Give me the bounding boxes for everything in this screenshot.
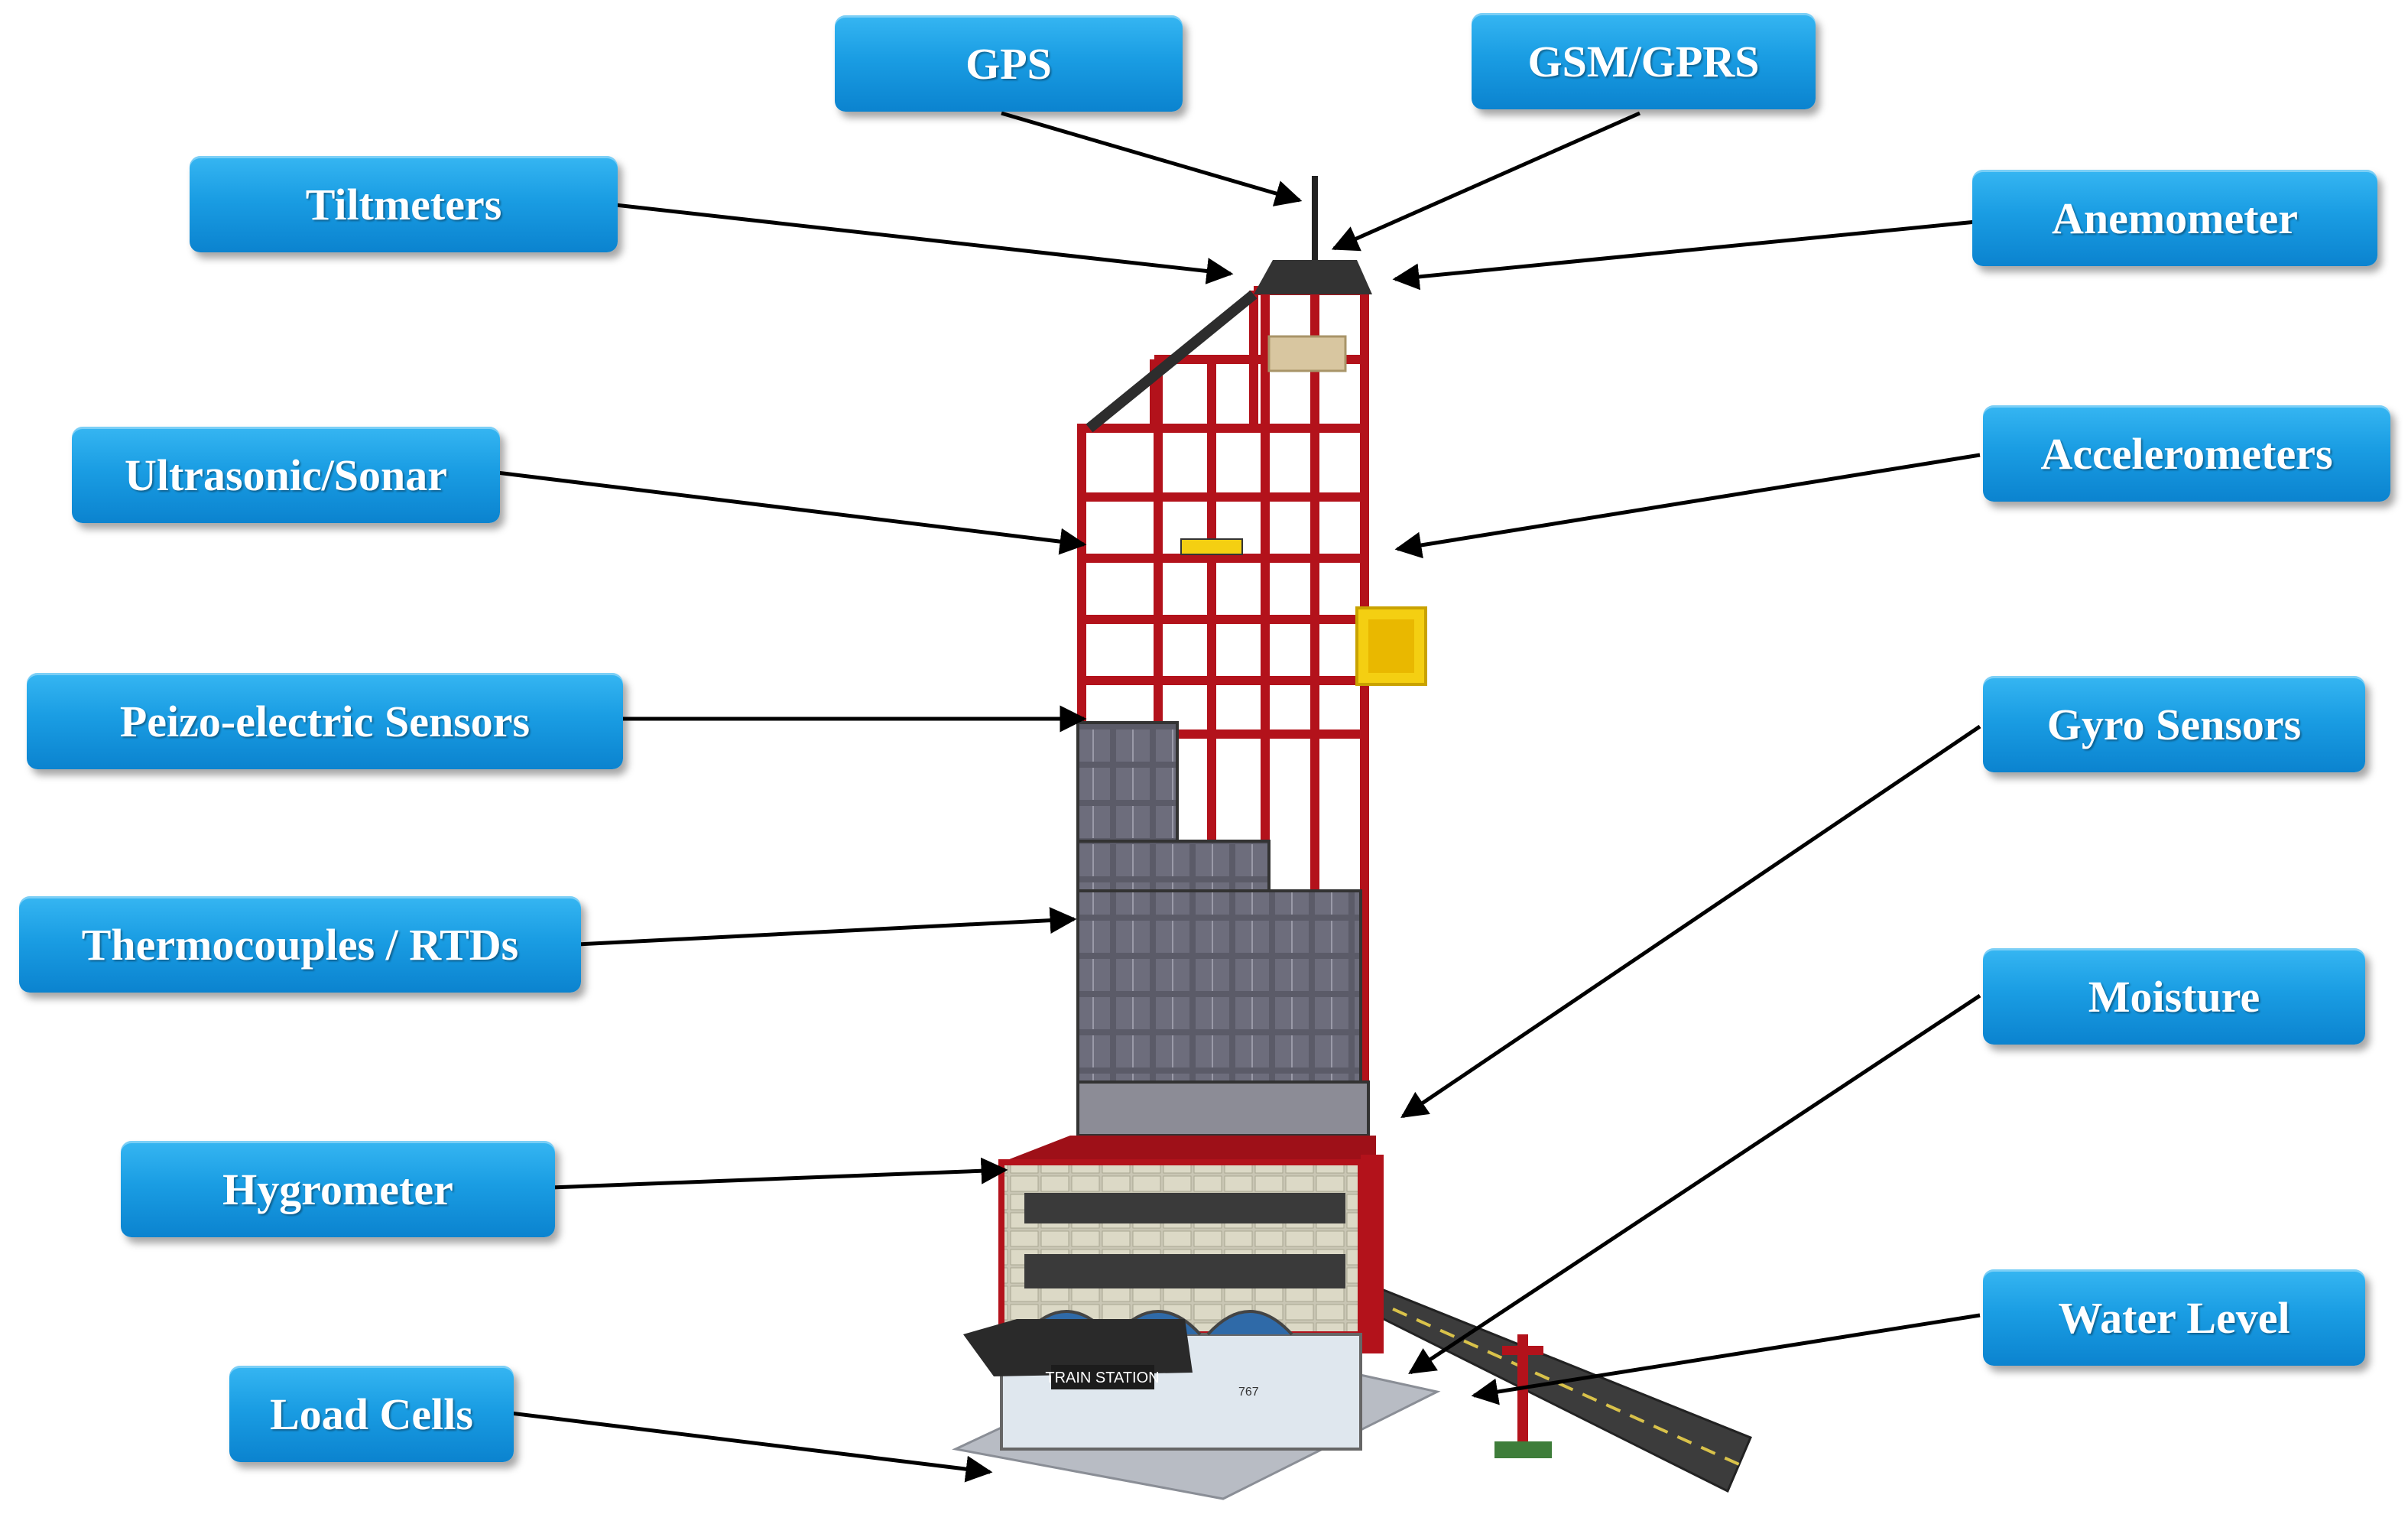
arrow-ultrasonic (496, 470, 1087, 555)
pointer-arrows (496, 111, 1981, 1483)
label-water-level-text: Water Level (2058, 1292, 2290, 1343)
arrow-accelerometers (1394, 453, 1981, 559)
label-ultrasonic-sonar: Ultrasonic/Sonar (72, 427, 500, 523)
label-thermocouples-rtds: Thermocouples / RTDs (19, 896, 581, 993)
label-peizo-electric-sensors-text: Peizo-electric Sensors (119, 696, 531, 746)
arrow-water-level (1471, 1313, 1981, 1405)
label-moisture-text: Moisture (2088, 971, 2260, 1022)
train-station-sign: TRAIN STATION (1045, 1370, 1159, 1386)
label-thermocouples-rtds-text: Thermocouples / RTDs (81, 919, 519, 970)
arrow-gps (1001, 111, 1303, 206)
label-anemometer: Anemometer (1972, 170, 2377, 266)
arrow-moisture (1408, 993, 1981, 1375)
label-gps-text: GPS (965, 38, 1052, 89)
label-hygrometer: Hygrometer (121, 1141, 555, 1237)
label-moisture: Moisture (1983, 948, 2365, 1045)
arrow-thermocouples (576, 907, 1077, 947)
arrow-load-cells (510, 1411, 993, 1483)
label-tiltmeters-text: Tiltmeters (305, 179, 502, 229)
arrow-tiltmeters (615, 203, 1234, 284)
arrow-gsm (1331, 111, 1641, 252)
yellow-module (1355, 606, 1427, 686)
label-gyro-sensors: Gyro Sensors (1983, 676, 2365, 772)
label-load-cells: Load Cells (229, 1366, 514, 1462)
label-anemometer-text: Anemometer (2051, 193, 2299, 243)
arrow-anemometer (1392, 219, 1977, 291)
label-hygrometer-text: Hygrometer (222, 1164, 453, 1214)
glass-cladding (1076, 721, 1370, 1137)
label-gps: GPS (835, 15, 1183, 112)
label-tiltmeters: Tiltmeters (190, 156, 618, 252)
podium: TRAIN STATION 767 (963, 1136, 1384, 1451)
arrow-gyro (1400, 724, 1981, 1119)
label-accelerometers-text: Accelerometers (2040, 428, 2333, 479)
label-accelerometers: Accelerometers (1983, 405, 2390, 502)
label-load-cells-text: Load Cells (270, 1389, 473, 1439)
label-gyro-sensors-text: Gyro Sensors (2046, 699, 2302, 749)
arrow-hygrometer (550, 1157, 1008, 1190)
label-ultrasonic-sonar-text: Ultrasonic/Sonar (124, 450, 448, 500)
water-level-post (1494, 1334, 1552, 1458)
building-number: 767 (1238, 1386, 1259, 1399)
tower-cap (1254, 260, 1372, 294)
label-gsm-gprs-text: GSM/GPRS (1527, 36, 1760, 86)
label-water-level: Water Level (1983, 1269, 2365, 1366)
label-peizo-electric-sensors: Peizo-electric Sensors (27, 673, 623, 769)
label-gsm-gprs: GSM/GPRS (1472, 13, 1816, 109)
